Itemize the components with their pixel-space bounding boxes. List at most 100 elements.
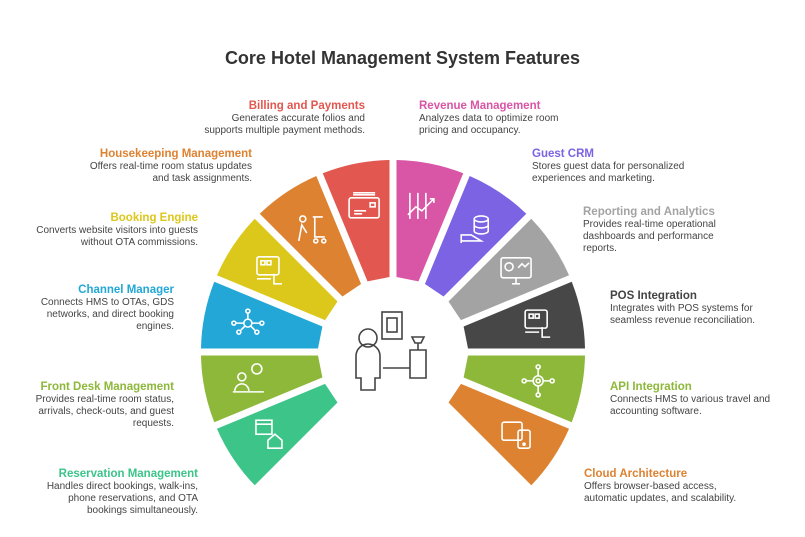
cloud-devices-icon: [501, 421, 531, 450]
segment-revenue: [396, 160, 464, 282]
segment-reporting: [448, 218, 570, 321]
kiosk-euro-icon-part: [256, 255, 280, 276]
feature-description-line: arrivals, check-outs, and guest: [38, 406, 174, 417]
feature-description-line: supports multiple payment methods.: [204, 125, 365, 136]
feature-description-line: Provides real-time operational: [583, 219, 716, 230]
receptionist-info-icon-part: [251, 363, 263, 375]
feature-description-line: dashboards and performance: [583, 231, 714, 242]
kiosk-euro-icon: [256, 255, 282, 285]
segment-reservation: [216, 383, 338, 486]
housekeeper-cart-icon-part: [298, 215, 307, 223]
housekeeper-cart-icon-part: [312, 238, 319, 244]
credit-card-icon: [348, 192, 380, 219]
api-gear-network-icon: [521, 364, 555, 398]
feature-title: Revenue Management: [419, 100, 541, 112]
feature-title: Guest CRM: [532, 148, 594, 160]
housekeeper-cart-icon: [297, 215, 327, 244]
kiosk-euro-icon-part: [266, 259, 272, 266]
diagram-title: Core Hotel Management System Features: [224, 48, 581, 68]
housekeeper-cart-icon-part: [320, 238, 327, 244]
receptionist-info-icon: [232, 363, 264, 393]
feature-title: Billing and Payments: [248, 100, 365, 112]
feature-description-line: Integrates with POS systems for: [610, 303, 753, 314]
trend-chart-icon-part: [407, 192, 435, 219]
feature-description-line: engines.: [136, 321, 174, 332]
segment-frontdesk: [201, 355, 323, 423]
feature-description-line: pricing and occupancy.: [419, 125, 521, 136]
feature-description-line: Connects HMS to various travel and: [610, 394, 771, 405]
feature-title: Reporting and Analytics: [583, 206, 715, 218]
receptionist-info-icon-part: [234, 383, 250, 391]
feature-title: POS Integration: [610, 290, 697, 302]
feature-description-line: without OTA commissions.: [80, 237, 198, 248]
trend-chart-icon: [407, 192, 435, 219]
database-hand-icon: [460, 215, 490, 243]
credit-card-icon-part: [348, 197, 380, 219]
network-hub-icon-part: [254, 329, 260, 335]
feature-description-line: automatic updates, and scalability.: [584, 493, 737, 504]
feature-description-line: Converts website visitors into guests: [36, 225, 198, 236]
feature-description-line: reports.: [583, 243, 617, 254]
database-hand-icon-part: [460, 234, 485, 243]
segment-pos: [463, 281, 585, 349]
feature-description-line: experiences and marketing.: [532, 173, 655, 184]
feature-title: Booking Engine: [110, 212, 198, 224]
network-hub-icon: [231, 308, 265, 335]
segment-housekeeping: [259, 175, 362, 297]
housekeeper-cart-icon-part: [312, 216, 325, 238]
segment-cloud: [448, 383, 570, 486]
kiosk-euro-icon-part: [260, 259, 266, 266]
network-hub-icon-part: [236, 329, 242, 335]
cloud-devices-icon-part: [517, 429, 531, 450]
cloud-devices-icon-part: [522, 442, 526, 447]
dashboard-monitor-icon-part: [512, 262, 530, 285]
feature-description-line: accounting software.: [610, 406, 702, 417]
receptionist-info-icon-part: [237, 372, 247, 382]
dashboard-monitor-icon-part: [504, 261, 514, 272]
credit-card-icon-part: [353, 192, 376, 215]
feature-description-line: Provides real-time room status,: [35, 394, 174, 405]
cloud-devices-icon-part: [501, 421, 523, 442]
pos-terminal-icon-part: [524, 309, 548, 329]
feature-description-line: Analyzes data to optimize room: [419, 113, 559, 124]
segment-booking: [216, 218, 338, 321]
dashboard-monitor-icon: [500, 256, 532, 285]
calendar-house-icon: [255, 419, 283, 450]
feature-description-line: seamless revenue reconciliation.: [610, 315, 756, 326]
database-hand-icon-part: [473, 218, 490, 235]
feature-description-line: phone reservations, and OTA: [68, 493, 198, 504]
feature-title: Reservation Management: [58, 468, 198, 480]
calendar-house-icon-part: [255, 419, 273, 436]
housekeeper-cart-icon-part: [297, 222, 308, 242]
feature-description-line: Generates accurate folios and: [231, 113, 365, 124]
segment-crm: [424, 175, 527, 297]
feature-description-line: Offers real-time room status updates: [89, 161, 252, 172]
feature-title: Channel Manager: [78, 284, 174, 296]
feature-title: API Integration: [610, 381, 692, 393]
network-hub-icon-part: [235, 313, 260, 331]
kiosk-euro-icon-part: [256, 273, 282, 285]
pos-terminal-icon-part: [528, 313, 534, 319]
feature-title: Front Desk Management: [40, 381, 174, 393]
segment-api: [463, 355, 585, 423]
pos-terminal-icon-part: [525, 327, 551, 338]
feature-title: Cloud Architecture: [584, 468, 688, 480]
feature-description-line: and task assignments.: [152, 173, 253, 184]
feature-description-line: Connects HMS to OTAs, GDS: [40, 297, 174, 308]
api-gear-network-icon-part: [526, 368, 551, 393]
pos-terminal-icon: [524, 309, 551, 338]
feature-description-line: bookings simultaneously.: [87, 505, 198, 516]
feature-description-line: Handles direct bookings, walk-ins,: [46, 481, 198, 492]
